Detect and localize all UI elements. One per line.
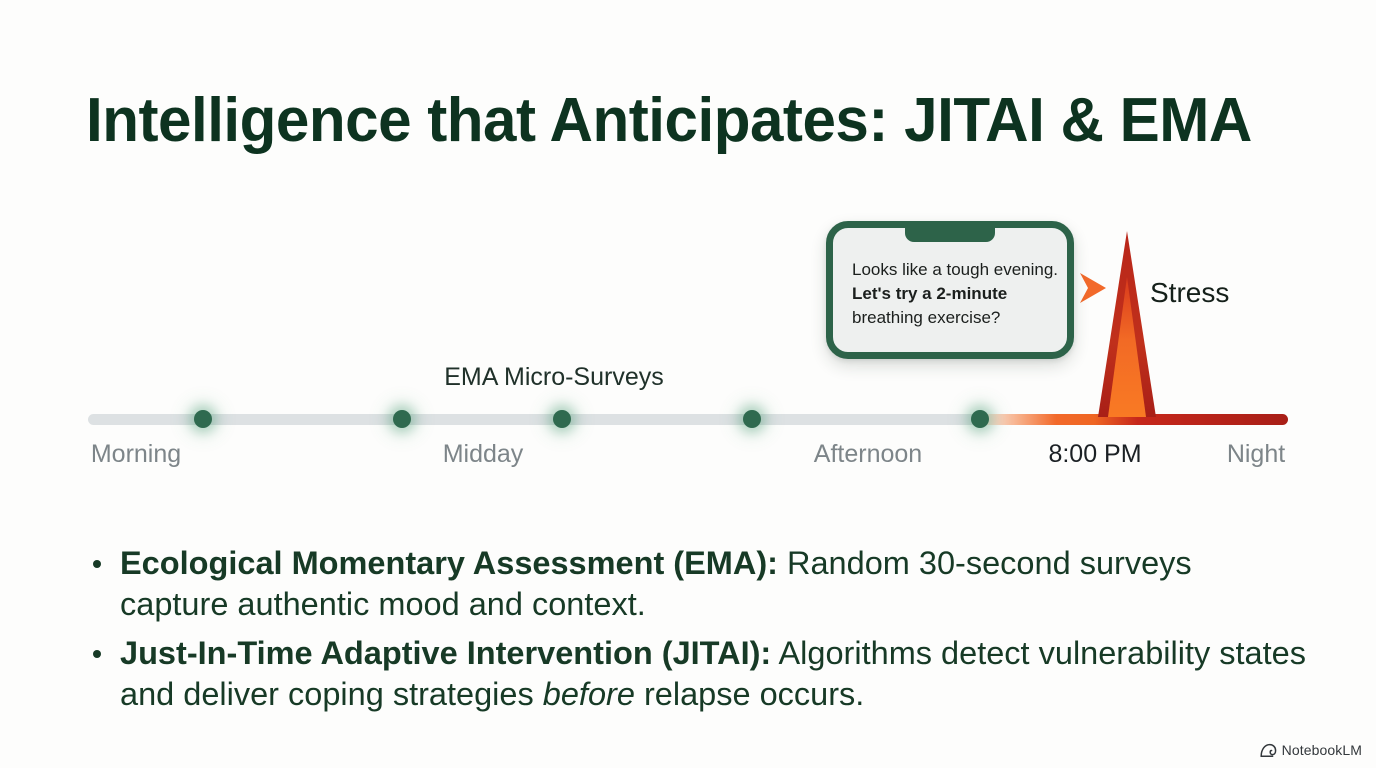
timeline-tick-label: Afternoon xyxy=(813,440,923,468)
timeline-track-stress-gradient xyxy=(975,414,1288,425)
bullet-marker-icon xyxy=(93,650,101,658)
phone-message-line: Let's try a 2-minute xyxy=(852,284,1008,303)
stress-spike-icon xyxy=(1098,231,1156,417)
timeline-dot xyxy=(194,410,212,428)
bullet-2-rest-before: Algorithms detect vulnerability states a… xyxy=(120,635,1306,712)
ema-micro-surveys-label: EMA Micro-Surveys xyxy=(444,363,664,391)
bullet-2-italic-word: before xyxy=(542,676,635,712)
notebooklm-spiral-icon xyxy=(1260,743,1276,757)
timeline-tick-label: Morning xyxy=(90,440,182,468)
bullet-1-rest: Random 30-second surveys capture authent… xyxy=(120,545,1192,622)
bullet-list: Ecological Momentary Assessment (EMA): R… xyxy=(86,543,1306,723)
bullet-1-lead: Ecological Momentary Assessment (EMA): xyxy=(120,545,778,581)
phone-screen: Looks like a tough evening. Let's try a 2… xyxy=(833,228,1067,352)
timeline-tick-label: 8:00 PM xyxy=(1048,440,1142,468)
timeline-graphic: Morning Midday Afternoon 8:00 PM Night EMA M… xyxy=(88,221,1288,468)
timeline-tick-label: Midday xyxy=(442,440,524,468)
timeline-track-base xyxy=(88,414,988,425)
timeline-dot xyxy=(553,410,571,428)
phone-message-line: breathing exercise? xyxy=(852,308,1001,327)
watermark-label: NotebookLM xyxy=(1281,742,1362,758)
timeline-dot xyxy=(743,410,761,428)
list-item: Ecological Momentary Assessment (EMA): R… xyxy=(86,543,1306,625)
phone-notch xyxy=(905,227,995,242)
bullet-marker-icon xyxy=(93,560,101,568)
stress-label: Stress xyxy=(1150,277,1230,308)
phone-message-line: Looks like a tough evening. xyxy=(852,260,1059,279)
timeline-tick-label: Night xyxy=(1226,440,1286,468)
bullet-2-lead: Just-In-Time Adaptive Intervention (JITA… xyxy=(120,635,772,671)
list-item: Just-In-Time Adaptive Intervention (JITA… xyxy=(86,633,1306,715)
arrow-right-icon xyxy=(1080,273,1106,303)
phone-mockup: Looks like a tough evening. Let's try a 2… xyxy=(826,221,1074,359)
timeline-dot xyxy=(393,410,411,428)
page-title: Intelligence that Anticipates: JITAI & E… xyxy=(86,86,1252,155)
bullet-2-rest-after: relapse occurs. xyxy=(634,676,865,712)
timeline-dot xyxy=(971,410,989,428)
notebooklm-watermark: NotebookLM xyxy=(1260,742,1362,758)
